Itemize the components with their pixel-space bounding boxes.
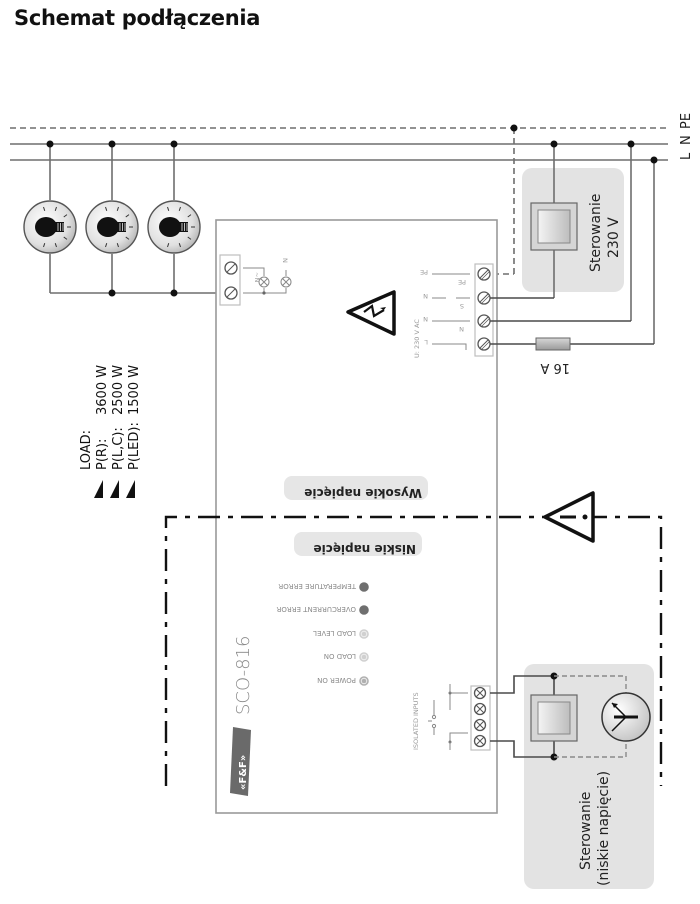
junction-node	[550, 140, 558, 148]
load-ratings: LOAD: P(R): 3600 W P(L,C): 2500 W P(LED)…	[79, 365, 142, 498]
led-indicator: TEMPERATURE ERROR	[278, 582, 369, 592]
supply-line-labels: L N PE	[679, 113, 694, 160]
junction-node	[510, 124, 518, 132]
output-label-n: N	[281, 258, 289, 263]
led-indicator: POWER ON	[317, 676, 369, 686]
high-voltage-warning-icon	[346, 290, 396, 336]
screw-terminal	[477, 314, 491, 328]
output-label-n-tilde: ~N	[253, 272, 261, 282]
high-voltage-label: Wysokie napięcie	[284, 476, 428, 500]
mains-label-pe: PE	[420, 268, 428, 276]
screw-terminal	[473, 686, 487, 700]
led-icon	[359, 582, 369, 592]
junction-node	[46, 140, 54, 148]
terminal-label-pe: PE	[458, 278, 466, 286]
low-voltage-zone-frame	[164, 515, 663, 786]
led-indicators: TEMPERATURE ERROR OVERCURRENT ERROR LOAD L…	[276, 582, 369, 686]
screw-terminal	[477, 337, 491, 351]
control-low-voltage-line2: (niskie napięcie)	[596, 771, 612, 886]
control-low-voltage-panel: Sterowanie (niskie napięcie)	[490, 664, 654, 889]
led-label: LOAD LEVEL	[313, 629, 356, 637]
svg-text:Niskie napięcie: Niskie napięcie	[313, 542, 416, 556]
junction-node	[627, 140, 635, 148]
isolated-inputs-terminal-block: ISOLATED INPUTS	[412, 684, 491, 751]
fuse: 16 A	[535, 337, 571, 375]
svg-text:SCO-816: SCO-816	[233, 635, 254, 715]
device-model: SCO-816	[233, 635, 254, 715]
control-230v-line2: 230 V	[606, 217, 622, 258]
led-label: TEMPERATURE ERROR	[278, 582, 357, 590]
led-icon	[359, 605, 369, 615]
load-label-led: P(LED):	[127, 422, 142, 470]
junction-node	[108, 289, 116, 297]
screw-terminal	[473, 718, 487, 732]
fuse-icon	[535, 337, 571, 351]
screw-terminal	[473, 702, 487, 716]
junction-node	[170, 140, 178, 148]
light-bulb-icon	[23, 200, 77, 254]
brand-logo: «F&F»	[230, 727, 251, 796]
light-bulb-icon	[147, 200, 201, 254]
page-title: Schemat podłączenia	[14, 6, 261, 30]
led-label: OVERCURRENT ERROR	[276, 605, 356, 613]
supply-label-l: L	[679, 152, 694, 160]
screw-terminal	[473, 734, 487, 748]
supply-lines	[10, 127, 668, 161]
supply-voltage-label: U: 230 V AC	[413, 319, 421, 358]
terminal-label-s: S	[460, 302, 464, 310]
svg-text:«F&F»: «F&F»	[238, 755, 249, 790]
led-label: POWER ON	[317, 676, 356, 684]
load-value-led: 1500 W	[127, 365, 142, 415]
load-heading: LOAD:	[79, 430, 94, 470]
mains-label-l: L	[424, 338, 428, 346]
light-bulb-icon	[85, 200, 139, 254]
supply-label-pe: PE	[679, 113, 694, 129]
junction-node	[108, 140, 116, 148]
load-value-lc: 2500 W	[111, 365, 126, 415]
output-terminal-block: ~N N	[219, 254, 292, 306]
terminal-label-n: N	[459, 325, 464, 333]
junction-node	[650, 156, 658, 164]
junction-node	[170, 289, 178, 297]
control-230v-panel: Sterowanie 230 V	[522, 140, 624, 298]
mains-terminal-block: PE N N L PE S N U: 230 V AC	[413, 263, 654, 358]
lamp-group	[23, 140, 231, 297]
mains-label-n1: N	[423, 292, 428, 300]
isolated-inputs-label: ISOLATED INPUTS	[412, 692, 420, 750]
screw-terminal	[477, 291, 491, 305]
supply-label-n: N	[679, 135, 694, 145]
control-low-voltage-line1: Sterowanie	[578, 792, 594, 870]
fuse-label: 16 A	[540, 360, 570, 375]
led-indicator: OVERCURRENT ERROR	[276, 605, 369, 615]
control-230v-line1: Sterowanie	[588, 194, 604, 272]
svg-text:Wysokie napięcie: Wysokie napięcie	[304, 486, 422, 500]
led-indicator: LOAD LEVEL	[313, 629, 369, 639]
led-indicator: LOAD ON	[324, 652, 369, 662]
load-label-lc: P(L,C):	[111, 427, 126, 470]
low-voltage-label: Niskie napięcie	[294, 532, 422, 556]
load-value-r: 3600 W	[95, 365, 110, 415]
load-label-r: P(R):	[95, 439, 110, 470]
led-label: LOAD ON	[324, 652, 356, 660]
screw-terminal	[477, 267, 491, 281]
caution-warning-icon	[543, 491, 595, 543]
mains-label-n2: N	[423, 315, 428, 323]
